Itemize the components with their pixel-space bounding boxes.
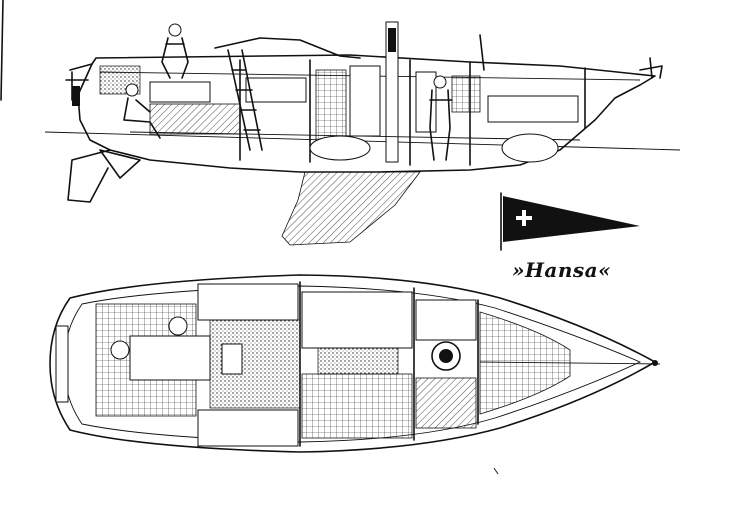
- bow-pulpit: [639, 57, 663, 79]
- saloon-table: [317, 347, 399, 375]
- cross-icon: [516, 210, 532, 226]
- winch-port: [110, 340, 130, 360]
- locker-forward: [415, 377, 477, 429]
- keel: [281, 171, 421, 246]
- v-berth: [487, 95, 579, 123]
- page-edge-line: [0, 0, 4, 101]
- engine-compartment: [149, 103, 241, 135]
- registration-mark: [493, 467, 499, 475]
- nav-station: [197, 409, 299, 447]
- deck-plan: [49, 274, 661, 453]
- saloon-settee-starboard: [301, 373, 413, 439]
- boat-name-title: »Hansa«: [512, 258, 612, 282]
- forestay-stanchion: [479, 34, 485, 71]
- hull-profile: [77, 54, 656, 173]
- steps: [221, 343, 243, 375]
- cockpit-seat: [149, 81, 211, 103]
- figure-helmsman: [123, 83, 161, 139]
- saloon-settee-port: [301, 291, 413, 349]
- saloon-door: [349, 65, 381, 137]
- skeg: [99, 149, 141, 179]
- figure-on-deck: [161, 23, 189, 79]
- galley-top: [197, 283, 299, 321]
- bow-fitting: [652, 360, 658, 366]
- bilge-tank: [309, 135, 371, 161]
- galley-counter: [245, 77, 307, 103]
- cockpit-table: [129, 335, 211, 381]
- transom: [55, 325, 69, 403]
- rudder: [67, 149, 111, 203]
- mast-collar: [388, 28, 396, 52]
- winch-starboard: [168, 316, 188, 336]
- chart-panel: [451, 75, 481, 113]
- head-cabinet: [415, 71, 437, 133]
- side-elevation: [44, 21, 681, 246]
- mast: [385, 21, 399, 163]
- pennant-flag-icon: [500, 192, 640, 251]
- head-compartment: [415, 299, 477, 341]
- figure-standing-cabin: [429, 75, 453, 161]
- stern-ladder: [72, 86, 80, 106]
- foredeck-grating: [479, 311, 571, 415]
- toilet: [431, 341, 461, 371]
- deck-inner-line: [63, 285, 642, 443]
- companionway-ladder: [227, 49, 263, 151]
- coachroof: [214, 37, 361, 59]
- water-tank: [501, 133, 559, 163]
- hull-outline-plan: [49, 274, 656, 453]
